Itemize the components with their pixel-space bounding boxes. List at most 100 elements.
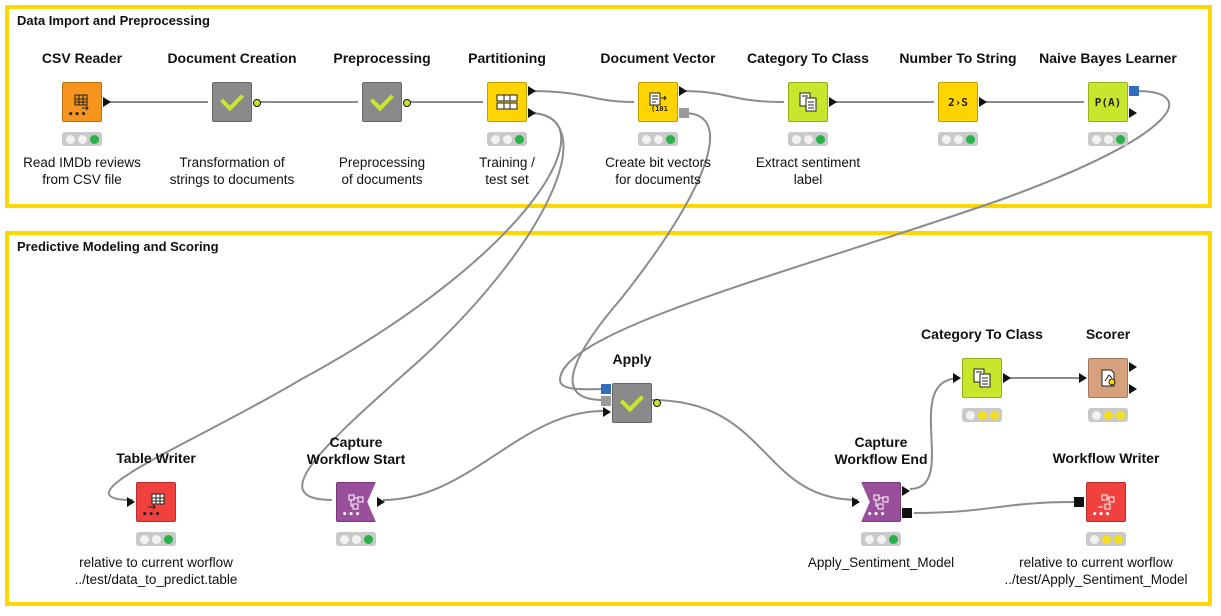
desc-line: Read IMDb reviews (23, 155, 141, 170)
node-title: Naive Bayes Learner (1039, 50, 1177, 66)
connection-wire (679, 90, 785, 103)
status-lamp (977, 410, 987, 420)
desc-line: ../test/data_to_predict.table (74, 572, 238, 587)
node-title: Preprocessing (333, 50, 431, 66)
output-port[interactable] (653, 399, 661, 407)
title-line: Capture (329, 434, 383, 450)
connection-wire (107, 112, 563, 501)
output-port-data[interactable] (902, 486, 910, 496)
status-lamp (641, 134, 651, 144)
output-port-train[interactable] (528, 86, 536, 96)
connection-wire (558, 90, 1171, 391)
input-port-model[interactable] (601, 384, 611, 394)
desc-line: Preprocessing (338, 155, 426, 170)
bayes-icon[interactable]: P(A) (1088, 82, 1128, 122)
node-title: Table Writer (116, 450, 196, 466)
status-indicator (938, 132, 978, 146)
status-lamp (490, 134, 500, 144)
connection-wire (301, 112, 565, 501)
output-port[interactable] (253, 99, 261, 107)
status-lamp (65, 134, 75, 144)
node-description: relative to current worflow../test/data_… (75, 554, 238, 588)
output-port-accuracy[interactable] (1129, 384, 1137, 394)
status-lamp (653, 134, 663, 144)
node-title: Apply (612, 351, 652, 367)
status-lamp (363, 534, 373, 544)
input-port[interactable] (1079, 373, 1087, 383)
status-lamp (1089, 534, 1099, 544)
input-port[interactable] (127, 497, 135, 507)
desc-line: Training / (479, 155, 535, 170)
status-indicator (336, 532, 376, 546)
status-lamp (941, 134, 951, 144)
node-title: Partitioning (468, 50, 546, 66)
node-title: Document Creation (167, 50, 297, 66)
output-port[interactable] (1129, 108, 1137, 118)
category-icon[interactable] (962, 358, 1002, 398)
status-lamp (864, 534, 874, 544)
status-lamp (1101, 534, 1111, 544)
output-port[interactable] (829, 97, 837, 107)
table-read-icon[interactable]: ••• (62, 82, 102, 122)
desc-line: test set (485, 172, 529, 187)
node-description: Preprocessing of documents (339, 154, 425, 188)
output-port-model[interactable] (679, 108, 689, 118)
output-port-test[interactable] (528, 108, 536, 118)
node-description: Apply_Sentiment_Model (808, 554, 954, 571)
annotation-title: Data Import and Preprocessing (17, 13, 210, 28)
status-lamp (163, 534, 173, 544)
annotation-predictive-modeling[interactable]: Predictive Modeling and Scoring (5, 231, 1212, 606)
category-icon[interactable] (788, 82, 828, 122)
input-port-data[interactable] (603, 407, 611, 417)
input-port[interactable] (953, 373, 961, 383)
output-port-confusion[interactable] (1129, 362, 1137, 372)
title-line: Workflow End (834, 451, 928, 467)
checkmark-icon[interactable] (362, 82, 402, 122)
status-indicator (962, 408, 1002, 422)
desc-line: strings to documents (169, 172, 295, 187)
output-port[interactable] (377, 497, 385, 507)
desc-line: ../test/Apply_Sentiment_Model (1004, 572, 1188, 587)
input-port-workflow[interactable] (1074, 497, 1084, 507)
output-port[interactable] (679, 86, 687, 96)
output-port[interactable] (103, 97, 111, 107)
checkmark-icon[interactable] (612, 383, 652, 423)
status-indicator (1088, 132, 1128, 146)
checkmark-icon[interactable] (212, 82, 252, 122)
bitvector-icon[interactable]: (101) (638, 82, 678, 122)
output-port-model[interactable] (1129, 86, 1139, 96)
node-title: Category To Class (921, 326, 1043, 342)
output-port-workflow[interactable] (902, 508, 912, 518)
status-indicator (1086, 532, 1126, 546)
annotation-data-import[interactable]: Data Import and Preprocessing (5, 5, 1212, 208)
status-lamp (1115, 410, 1125, 420)
status-lamp (1115, 134, 1125, 144)
status-lamp (888, 534, 898, 544)
table-write-icon[interactable]: ••• (136, 482, 176, 522)
status-lamp (965, 410, 975, 420)
desc-line: Extract sentiment (755, 155, 861, 170)
input-port[interactable] (852, 497, 860, 507)
partition-icon[interactable] (487, 82, 527, 122)
status-lamp (989, 410, 999, 420)
status-lamp (502, 134, 512, 144)
status-indicator (487, 132, 527, 146)
connection-wire (909, 377, 961, 490)
desc-line: of documents (341, 172, 423, 187)
status-indicator (861, 532, 901, 546)
scorer-icon[interactable] (1088, 358, 1128, 398)
workflow-writer-icon[interactable]: ••• (1086, 482, 1126, 522)
output-port[interactable] (1003, 373, 1011, 383)
desc-line: for documents (615, 172, 701, 187)
output-port[interactable] (979, 97, 987, 107)
status-lamp (1091, 134, 1101, 144)
output-port[interactable] (403, 99, 411, 107)
input-port-vector[interactable] (601, 396, 611, 406)
status-indicator (788, 132, 828, 146)
status-indicator (1088, 408, 1128, 422)
number-to-string-icon[interactable]: 2›S (938, 82, 978, 122)
